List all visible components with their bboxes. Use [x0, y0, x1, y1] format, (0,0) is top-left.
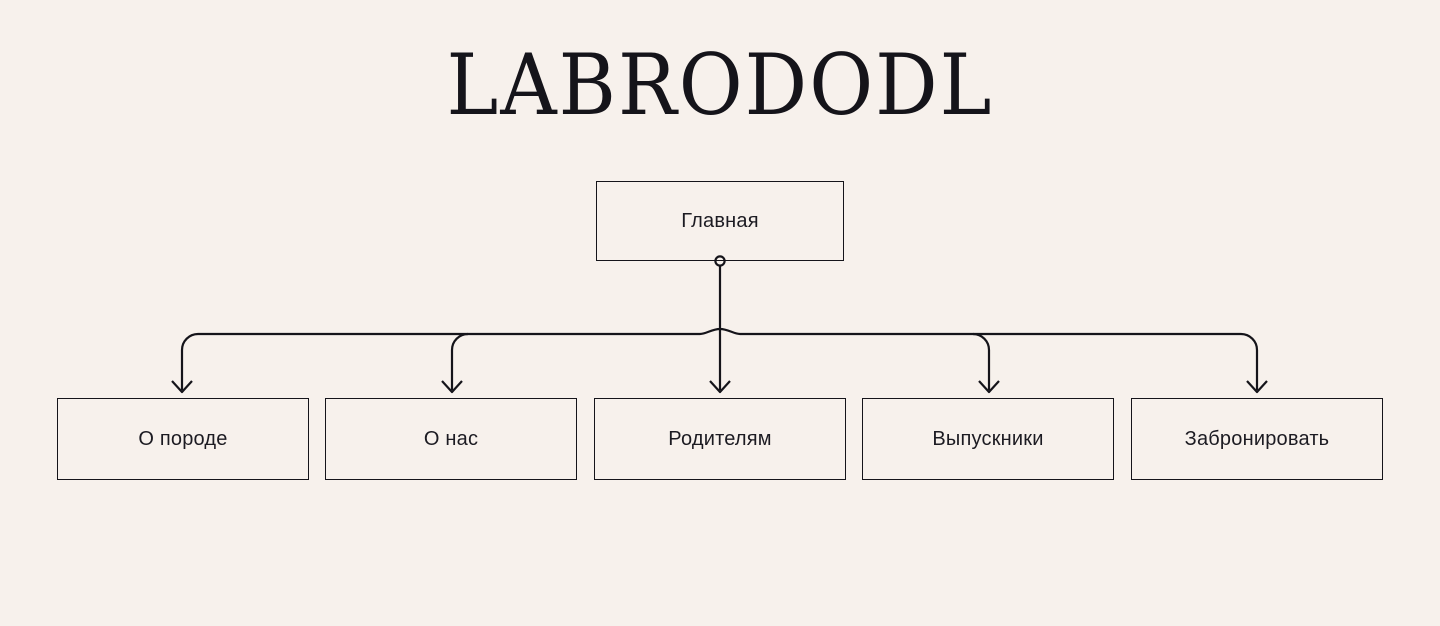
node-graduates[interactable]: Выпускники — [862, 398, 1114, 480]
edge-branch-graduates — [972, 332, 991, 390]
node-for-parents[interactable]: Родителям — [594, 398, 846, 480]
node-root-home[interactable]: Главная — [596, 181, 844, 261]
edge-branch-about — [450, 332, 469, 390]
node-about-breed[interactable]: О породе — [57, 398, 309, 480]
arrowhead-book — [1246, 380, 1268, 394]
node-label: Забронировать — [1184, 428, 1330, 450]
arrowhead-about — [441, 380, 463, 394]
arrowhead-graduates — [978, 380, 1000, 394]
arrowhead-parents — [709, 380, 731, 394]
node-book-reservation[interactable]: Забронировать — [1131, 398, 1383, 480]
node-label: Выпускники — [932, 428, 1044, 450]
node-label: Родителям — [668, 428, 772, 450]
edge-bus-right — [719, 327, 1259, 390]
node-label: О породе — [138, 428, 228, 450]
node-label: О нас — [423, 428, 479, 450]
brand-wordmark: LABRODODL — [446, 37, 994, 135]
edge-bus-left — [180, 327, 721, 390]
arrowhead-breed — [171, 380, 193, 394]
node-label: Главная — [681, 210, 759, 232]
node-about-us[interactable]: О нас — [325, 398, 577, 480]
